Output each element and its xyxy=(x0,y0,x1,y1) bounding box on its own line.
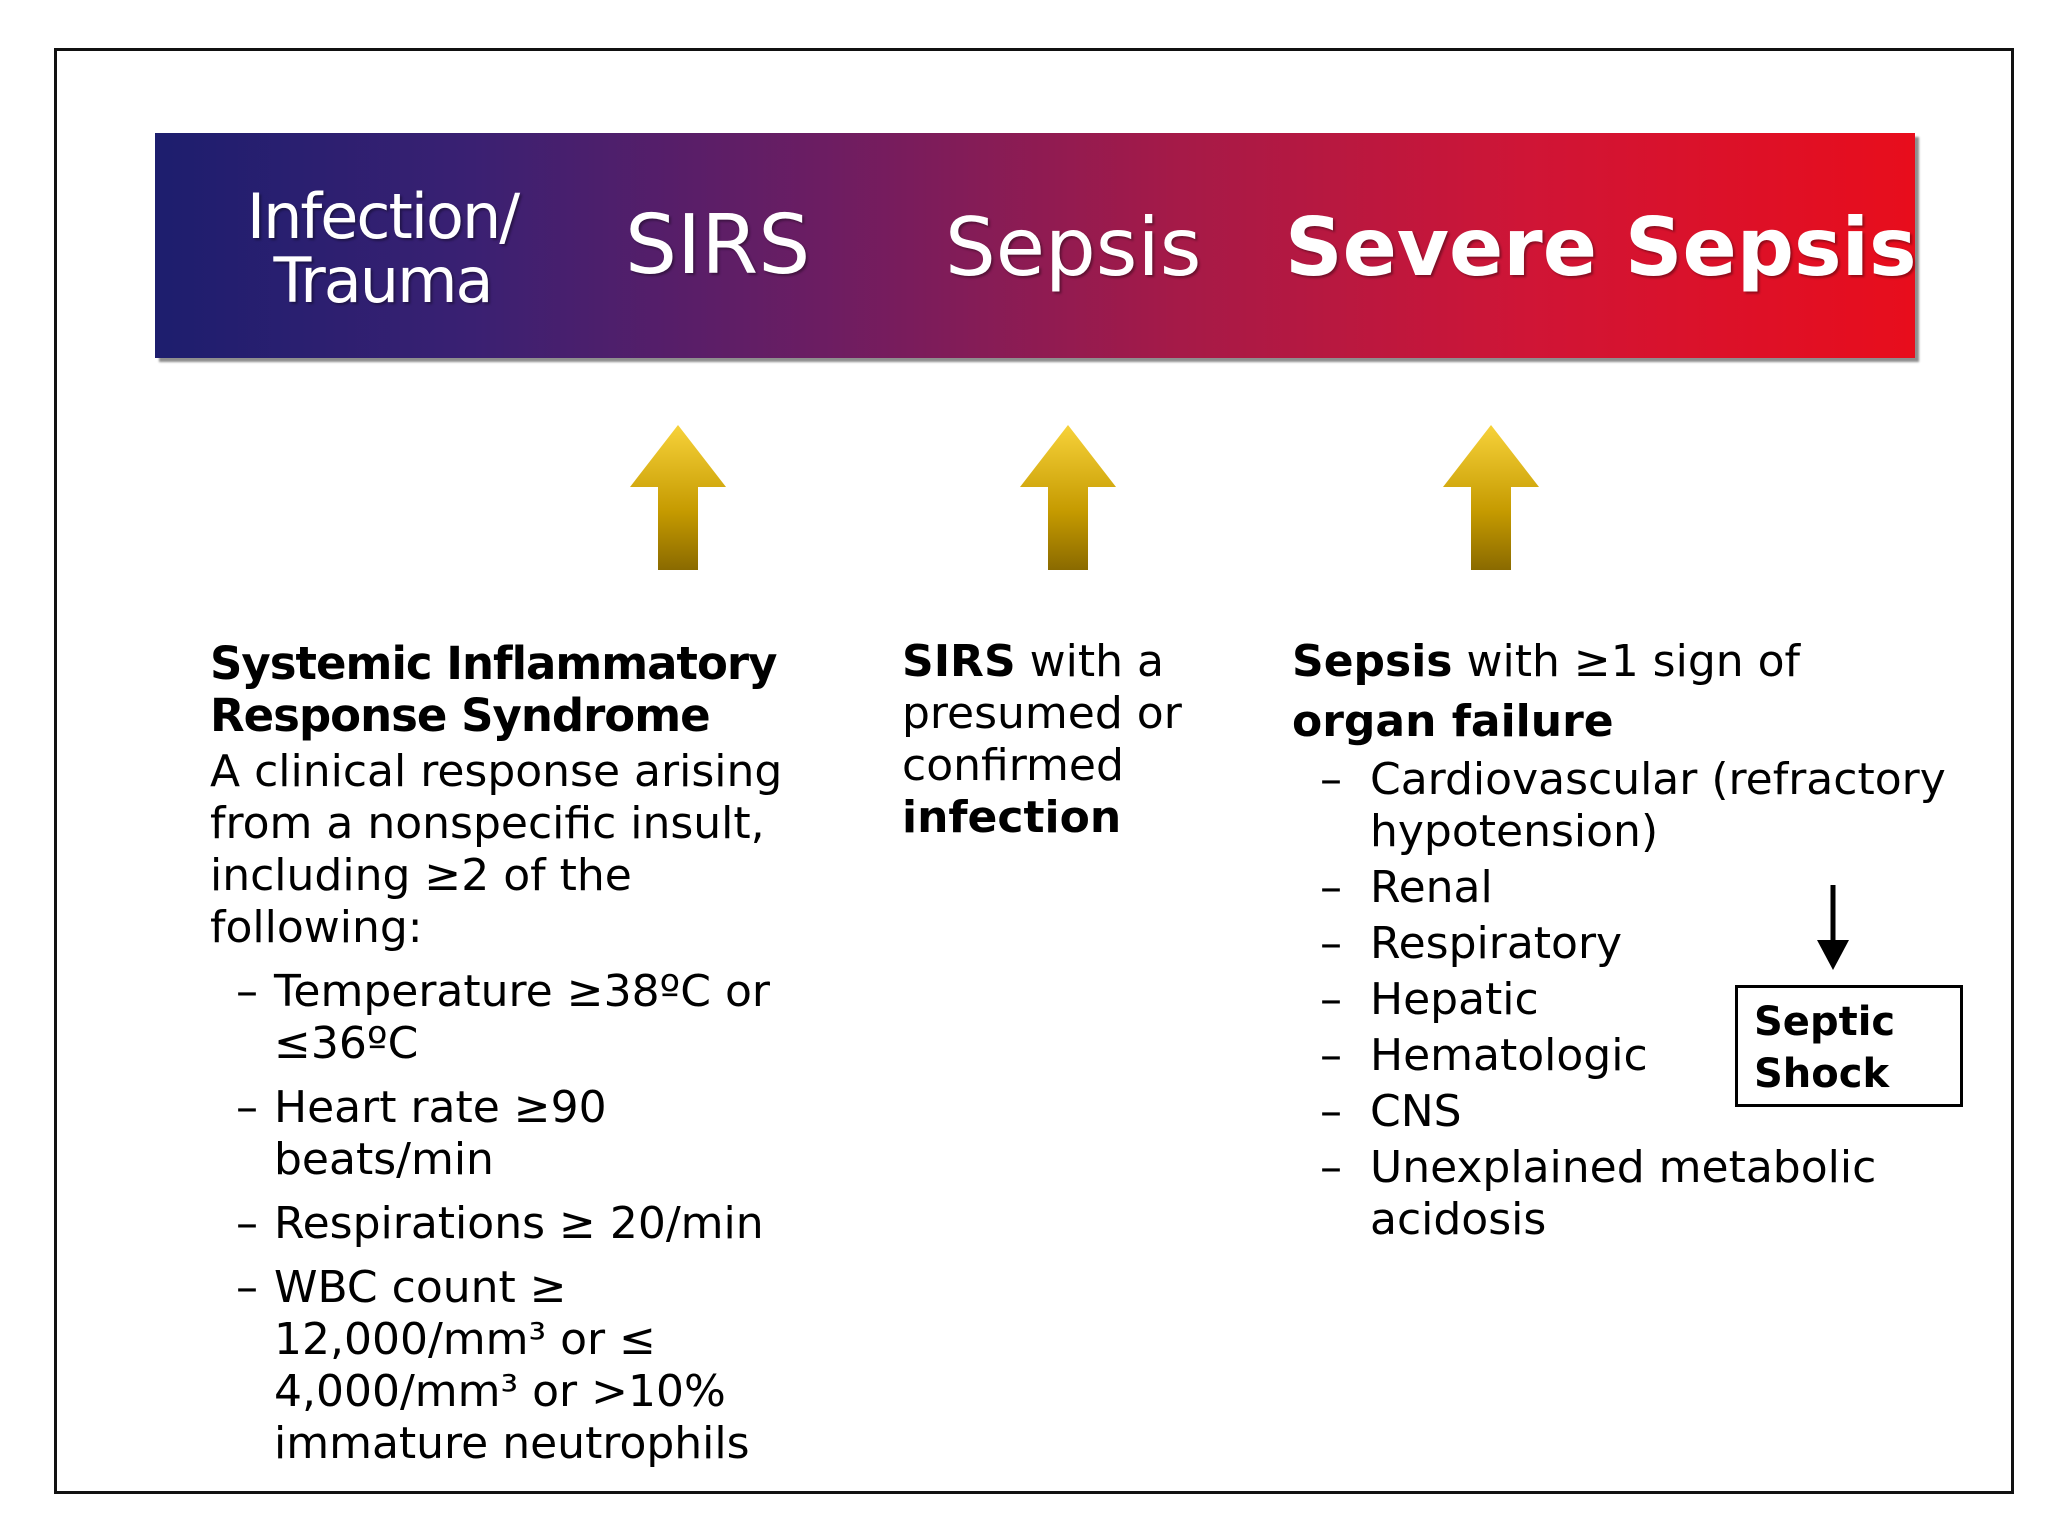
list-item: –WBC count ≥ 12,000/mm³ or ≤ 4,000/mm³ o… xyxy=(236,1262,750,1469)
list-item: –Respiratory xyxy=(1320,918,1623,969)
septic-shock-box: Septic Shock xyxy=(1735,985,1963,1107)
organ-failure-heading: organ failure xyxy=(1292,696,1614,747)
list-item: –Unexplained metabolic acidosis xyxy=(1320,1142,1877,1245)
up-arrow-icon xyxy=(1443,425,1539,570)
list-item: –Hepatic xyxy=(1320,974,1539,1025)
stage-sirs: SIRS xyxy=(625,198,811,293)
list-item: –Hematologic xyxy=(1320,1030,1648,1081)
stage-banner: Infection/ Trauma SIRS Sepsis Severe Sep… xyxy=(155,133,1917,358)
severe-sepsis-intro: Sepsis with ≥1 sign of xyxy=(1292,636,1801,687)
list-item: –Heart rate ≥90 beats/min xyxy=(236,1082,607,1185)
down-arrow-icon xyxy=(1817,885,1849,970)
stage-infection-trauma: Infection/ Trauma xyxy=(246,180,520,317)
list-item: –CNS xyxy=(1320,1086,1462,1137)
sirs-description: A clinical response arising from a nonsp… xyxy=(210,746,783,953)
stage-severe-sepsis: Severe Sepsis xyxy=(1285,201,1917,294)
list-item: –Respirations ≥ 20/min xyxy=(236,1198,764,1249)
organ-failure-list: –Cardiovascular (refractory hypotension)… xyxy=(1320,754,1952,1246)
list-item: –Renal xyxy=(1320,862,1493,913)
up-arrow-icon xyxy=(1020,425,1116,570)
list-item: –Cardiovascular (refractory hypotension) xyxy=(1320,754,1946,857)
list-item: –Temperature ≥38ºC or ≤36ºC xyxy=(236,966,771,1069)
sirs-criteria-list: –Temperature ≥38ºC or ≤36ºC –Heart rate … xyxy=(236,966,830,1470)
up-arrow-icon xyxy=(630,425,726,570)
severe-sepsis-definition: Sepsis with ≥1 sign of organ failure –Ca… xyxy=(1292,636,1952,1250)
sepsis-definition: SIRS with a presumed or confirmed infect… xyxy=(902,636,1182,843)
sirs-definition: Systemic Inflammatory Response Syndrome … xyxy=(210,638,830,1482)
stage-sepsis: Sepsis xyxy=(945,201,1202,294)
sirs-title: Systemic Inflammatory Response Syndrome xyxy=(210,637,777,742)
